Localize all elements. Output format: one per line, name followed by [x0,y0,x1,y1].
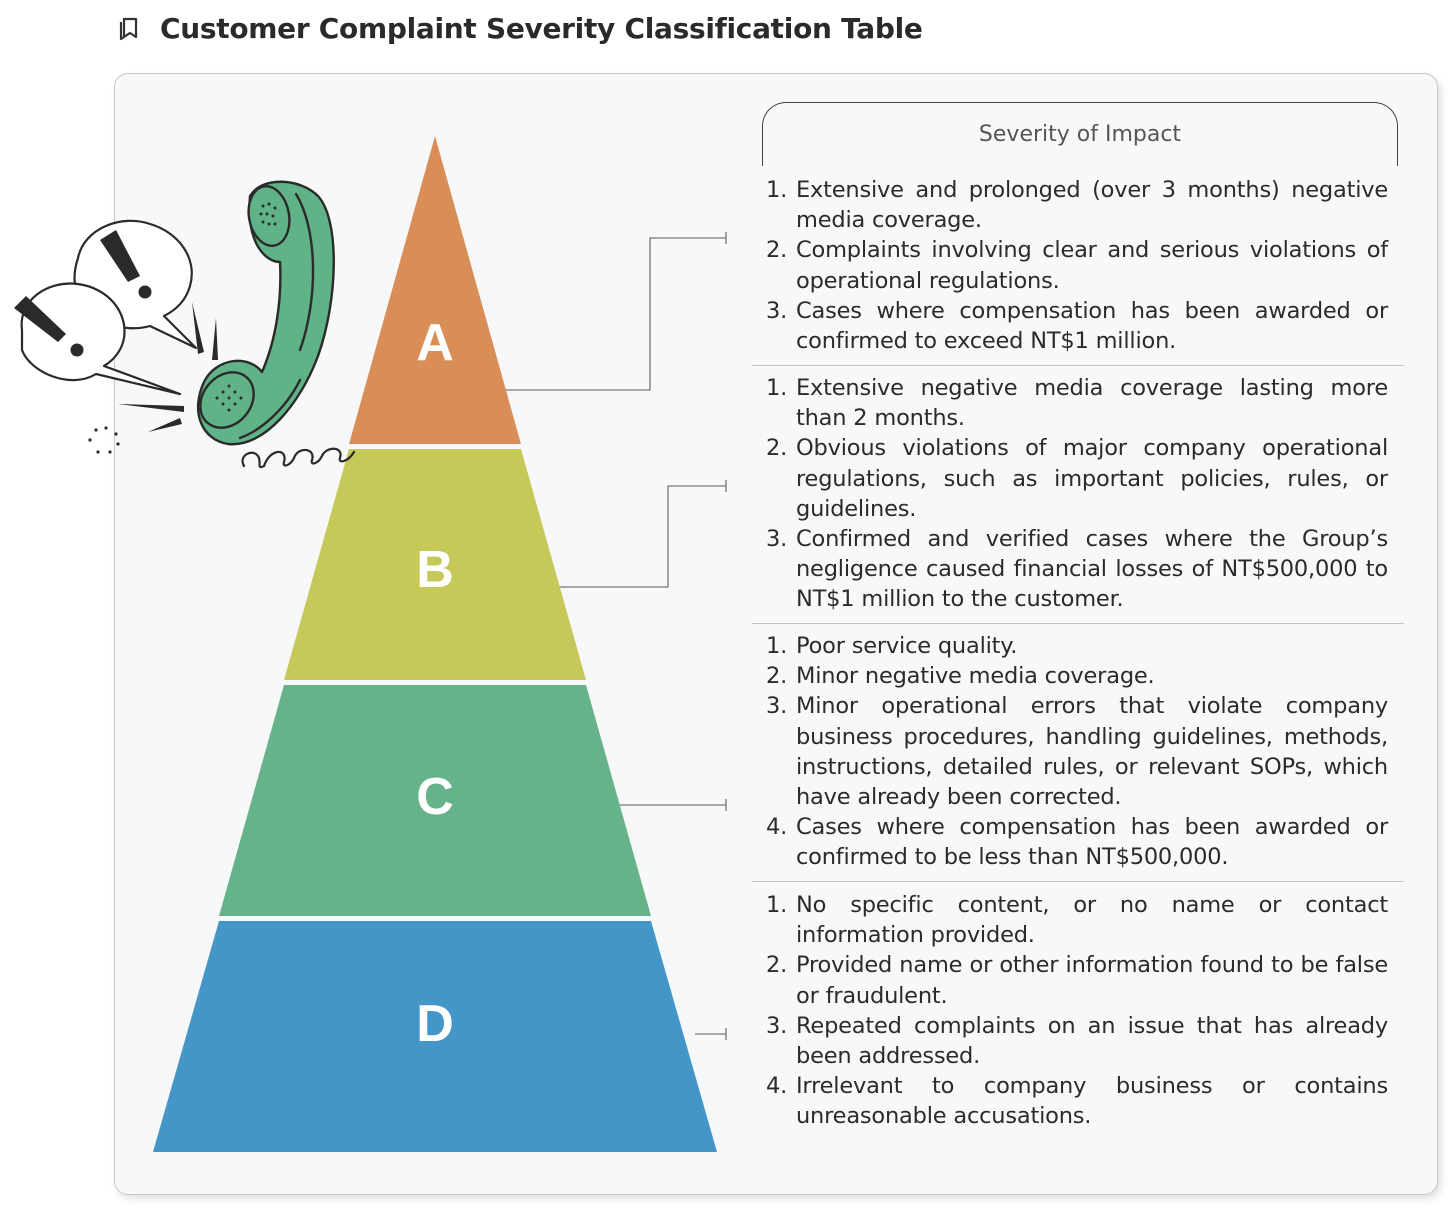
tier-b-item: 3.Confirmed and verified cases where the… [766,526,1388,613]
tier-c-item: 3.Minor operational errors that violate … [766,693,1388,811]
connector-a [505,237,726,391]
tier-d-item: 4.Irrelevant to company business or cont… [766,1073,1388,1130]
tier-a-item: 1.Extensive and prolonged (over 3 months… [766,177,1388,234]
tier-a-description: 1.Extensive and prolonged (over 3 months… [766,175,1388,356]
ringing-phone-icon [14,180,356,469]
tier-d-item: 3.Repeated complaints on an issue that h… [766,1012,1388,1070]
tier-a-item: 3.Cases where compensation has been awar… [766,297,1388,355]
tier-d-item: 1.No specific content, or no name or con… [766,892,1388,949]
tier-d-letter: D [416,995,454,1053]
tier-divider [752,881,1404,882]
tier-c-description: 1.Poor service quality. 2.Minor negative… [766,631,1388,873]
tier-b-shape [284,449,586,680]
phone-cord [241,447,356,469]
severity-of-impact-header: Severity of Impact [762,102,1398,166]
tier-b-item: 2.Obvious violations of major company op… [766,435,1388,522]
tier-c-shape [219,685,651,916]
tier-a-item: 2.Complaints involving clear and serious… [766,237,1388,294]
severity-of-impact-label: Severity of Impact [978,122,1182,147]
tier-a-letter: A [416,314,454,372]
tier-divider [752,365,1404,366]
tier-c-item: 1.Poor service quality. [766,633,1018,659]
connector-lines [505,232,727,1040]
tier-d-description: 1.No specific content, or no name or con… [766,890,1388,1132]
connector-b [550,485,726,588]
tier-d-item: 2.Provided name or other information fou… [766,952,1388,1009]
book-icon [119,17,138,41]
tier-d-shape [153,921,717,1152]
tier-c-item: 4.Cases where compensation has been awar… [766,814,1388,871]
page-title: Customer Complaint Severity Classificati… [160,11,923,45]
tier-b-letter: B [416,541,454,599]
tier-c-letter: C [416,768,454,826]
tier-b-description: 1.Extensive negative media coverage last… [766,373,1388,615]
tier-a-shape [349,136,521,444]
title-row: Customer Complaint Severity Classificati… [118,8,923,48]
exclamation-speech-bubble-icon [20,219,198,396]
tier-c-item: 2.Minor negative media coverage. [766,663,1155,690]
tier-b-item: 1.Extensive negative media coverage last… [766,375,1388,432]
tier-divider [752,623,1404,624]
